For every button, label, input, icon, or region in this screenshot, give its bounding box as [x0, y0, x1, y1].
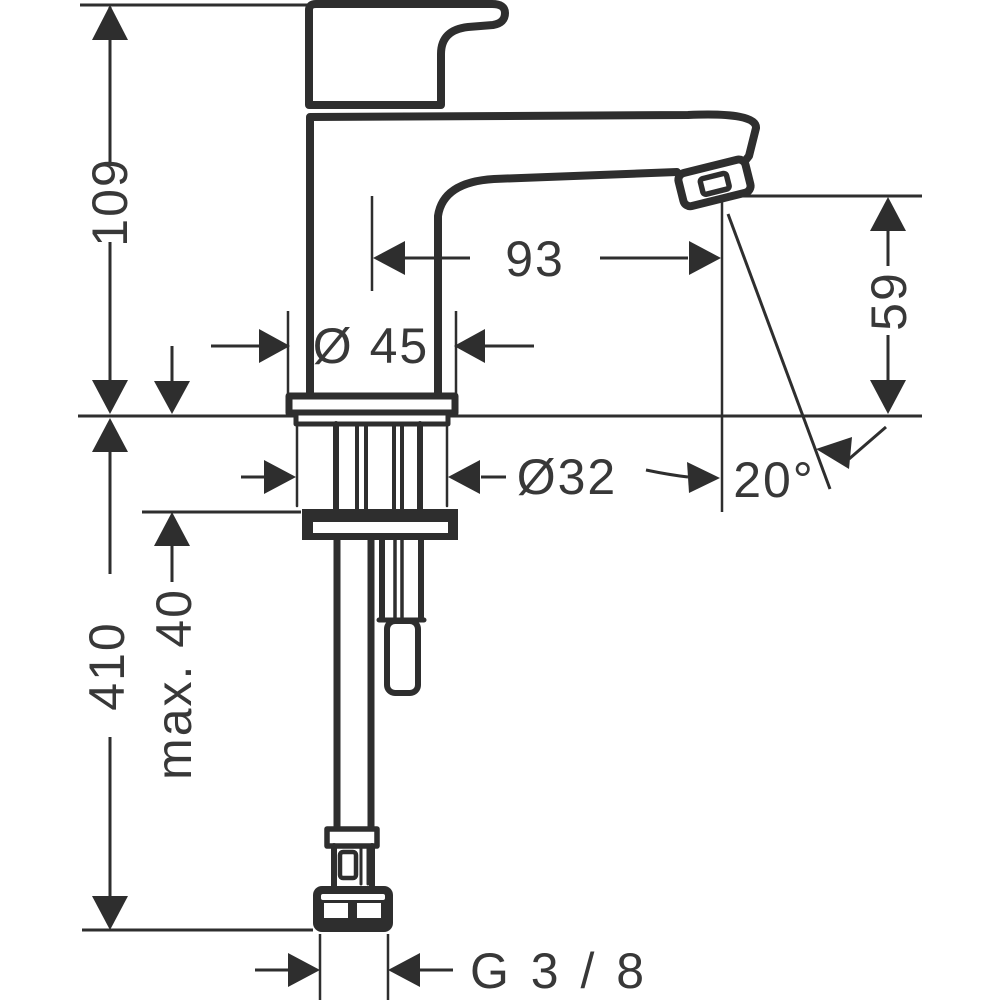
dim-label-g38: G 3 / 8 [470, 943, 648, 999]
dim-label-dia32: Ø32 [517, 449, 618, 505]
fitting-nut-window [337, 849, 359, 881]
dim-supply-length: 410 [79, 418, 135, 930]
arrow-tail [848, 425, 887, 461]
arrowhead-down [870, 380, 906, 414]
locknut-slot [313, 522, 448, 533]
arrowhead-up [92, 5, 128, 40]
dim-overall-height: 109 [82, 5, 138, 414]
handle-lever [305, 0, 509, 109]
dim-base-diameter: Ø 45 [211, 311, 534, 395]
arrowhead-left [448, 460, 480, 494]
arrowhead-up [154, 512, 190, 546]
bottom-fitting [313, 826, 393, 932]
dim-label-20deg: 20° [733, 452, 815, 508]
dim-max-mounting-thickness: max. 40 [146, 346, 202, 780]
base-flange-lip [293, 410, 451, 427]
arrowhead-down [92, 380, 128, 414]
arrowhead-left [816, 437, 852, 469]
locknut [302, 509, 458, 540]
arrowhead-left [388, 953, 420, 987]
connector-window [324, 903, 348, 918]
dim-spout-reach: 93 [370, 196, 724, 512]
arrowhead-right [687, 462, 720, 493]
base-flange [285, 392, 459, 417]
aerator-outlet [697, 170, 732, 197]
dim-label-max40: max. 40 [146, 588, 202, 780]
fitting-collar [324, 826, 380, 849]
aerator [674, 155, 755, 211]
connector-groove [321, 894, 385, 900]
arrowhead-up [92, 418, 128, 452]
dim-label-109: 109 [82, 157, 138, 246]
arrowhead-up [870, 197, 906, 231]
short-connection-tube [384, 618, 421, 696]
dim-spray-angle: 20° [645, 213, 887, 508]
dim-label-93: 93 [505, 231, 565, 287]
angle-leg-line [726, 213, 832, 490]
arrowhead-right [288, 953, 320, 987]
arrowhead-down [92, 896, 128, 930]
arrow-tail [645, 468, 689, 479]
arrowhead-left [454, 329, 485, 363]
spout-underside [434, 168, 681, 400]
dim-label-410: 410 [79, 621, 135, 710]
arrowhead-down [154, 381, 190, 414]
dim-label-dia45: Ø 45 [313, 318, 429, 374]
dim-shank-diameter: Ø32 [241, 449, 618, 505]
faucet-drawing [285, 0, 760, 932]
arrowhead-right [264, 460, 296, 494]
arrowhead-right [689, 241, 721, 275]
dim-label-59: 59 [861, 271, 917, 331]
datum-lines [78, 3, 922, 932]
supply-pipes [333, 536, 427, 833]
dim-thread-size: G 3 / 8 [255, 934, 648, 1000]
arrowhead-left [373, 241, 405, 275]
connector-window [357, 903, 381, 918]
dim-outlet-height: 59 [861, 197, 917, 414]
body-and-spout-top [306, 110, 760, 400]
shank-and-pipes [295, 421, 449, 512]
arrowhead-right [259, 329, 290, 363]
